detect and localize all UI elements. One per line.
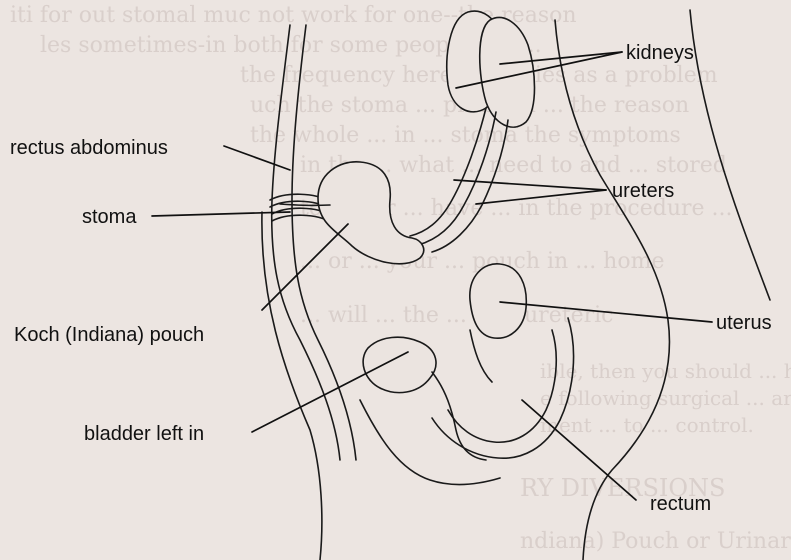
vagina	[432, 372, 486, 460]
leader-ureters	[454, 180, 606, 190]
bladder	[363, 337, 436, 392]
pelvic-floor	[360, 400, 500, 484]
label-bladder-left-in: bladder left in	[84, 423, 204, 445]
label-koch-pouch: Koch (Indiana) pouch	[14, 324, 204, 346]
show-through-line: e following surgical ... are the most co…	[540, 386, 791, 410]
label-ureters: ureters	[612, 180, 674, 202]
show-through-line: the whole ... in ... stoma the symptoms	[250, 123, 681, 148]
label-rectus-abdominus: rectus abdominus	[10, 137, 168, 159]
label-stoma: stoma	[82, 206, 137, 228]
label-kidneys: kidneys	[626, 42, 694, 64]
label-rectum: rectum	[650, 493, 711, 515]
show-through-text: iti for out stomal muc not work for one-…	[10, 3, 791, 554]
uterus	[470, 264, 526, 338]
show-through-line: ... will ... the ... if ... ureteric	[300, 303, 613, 328]
cervix	[470, 330, 492, 382]
leader-rectus	[224, 146, 290, 170]
label-uterus: uterus	[716, 312, 772, 334]
show-through-line: ndiana) Pouch or Urinary Conduit	[520, 529, 791, 554]
leader-stoma	[152, 212, 290, 216]
